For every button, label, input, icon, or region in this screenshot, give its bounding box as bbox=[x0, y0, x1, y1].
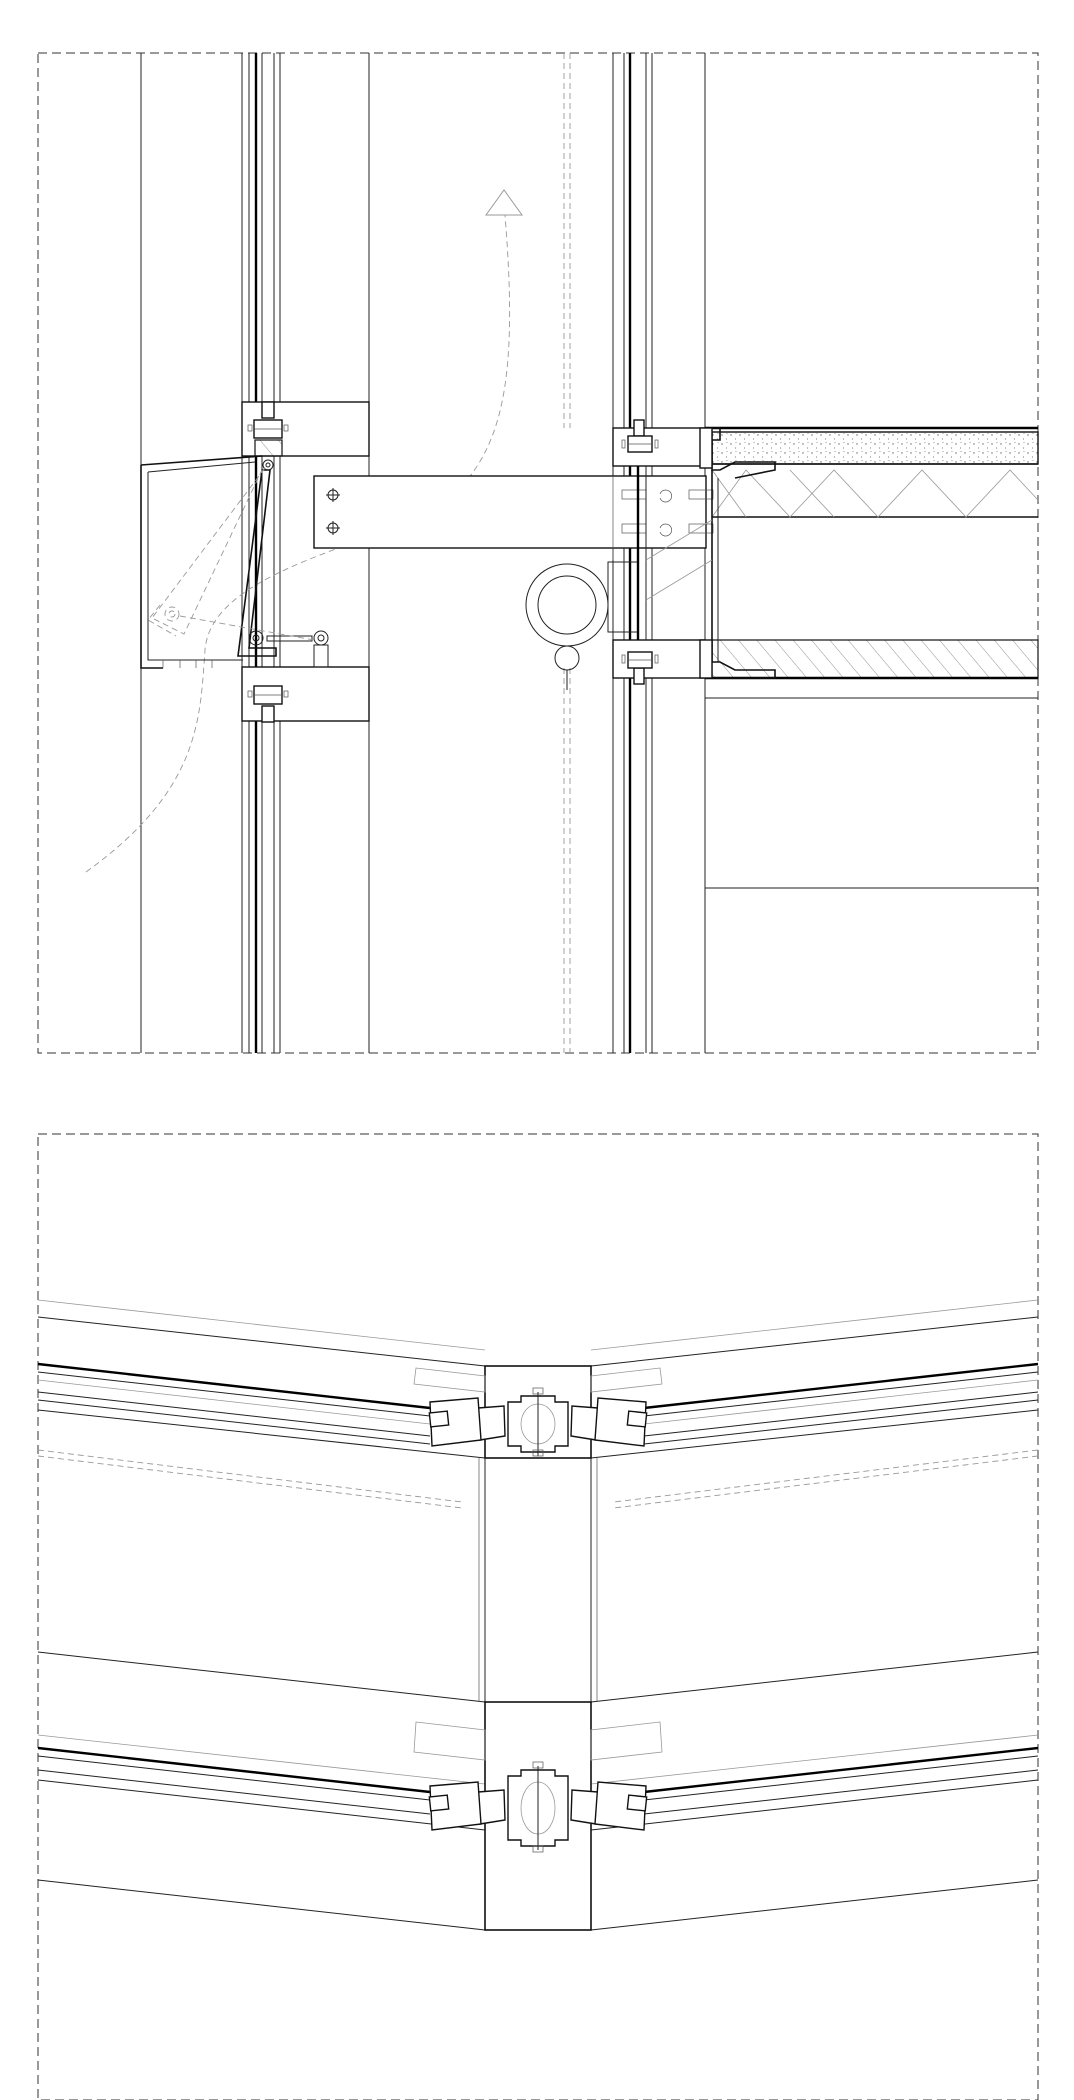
vertical-section bbox=[37, 52, 1039, 1054]
floor-slab bbox=[645, 426, 1039, 889]
lower-glazing-right bbox=[590, 1734, 1039, 1931]
airflow-arrow bbox=[85, 189, 523, 873]
horizontal-section bbox=[37, 1133, 1039, 2100]
upper-glazing-right bbox=[590, 1299, 1039, 1703]
lower-glazing-left bbox=[37, 1734, 486, 1931]
operable-vent bbox=[140, 401, 370, 723]
support-bracket bbox=[313, 475, 714, 560]
lower-mullion-node bbox=[413, 1701, 663, 1931]
upper-glazing-left bbox=[37, 1299, 486, 1703]
horizontal-section-frame bbox=[37, 1133, 1039, 2100]
cavity-dashed-lines bbox=[563, 53, 571, 1053]
mullion-lines bbox=[140, 53, 706, 1053]
right-transoms bbox=[612, 419, 706, 685]
upper-mullion-node bbox=[413, 1365, 663, 1702]
vertical-section-frame bbox=[37, 52, 1039, 1054]
